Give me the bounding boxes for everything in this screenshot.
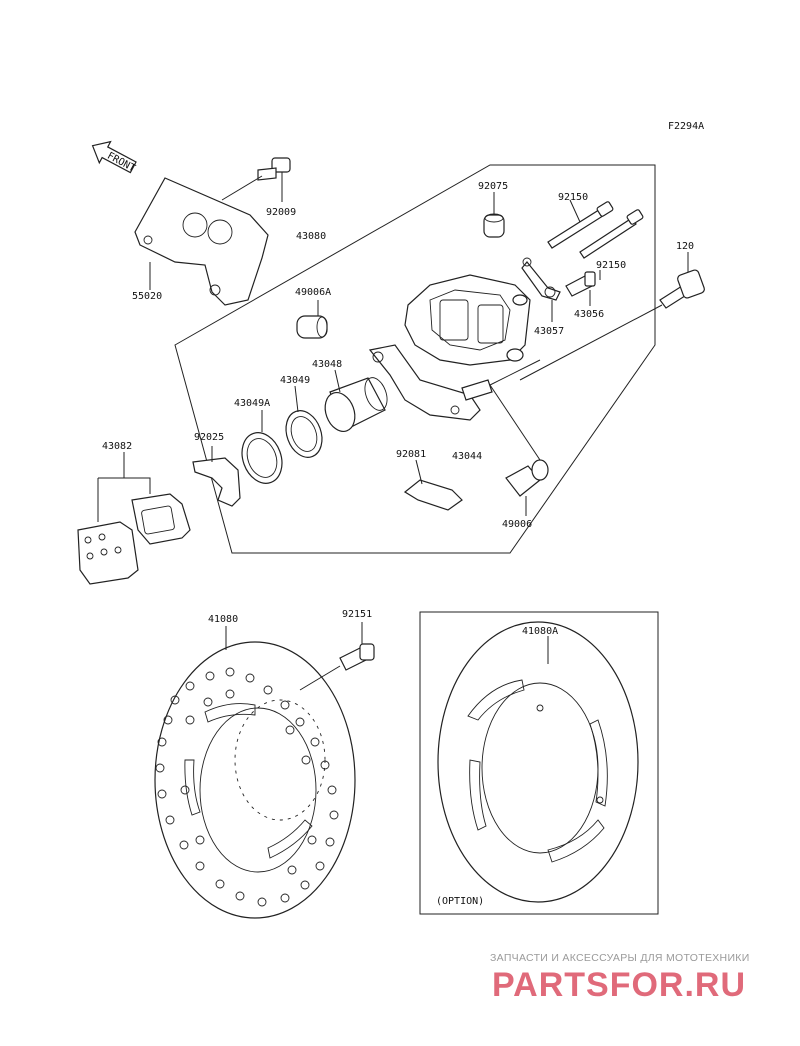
label-41080: 41080	[208, 614, 238, 625]
diagram-code: F2294A	[668, 121, 704, 132]
label-55020: 55020	[132, 291, 162, 302]
pin-boot-49006a	[296, 315, 328, 339]
front-arrow-icon: FRONT	[91, 140, 137, 174]
label-92075: 92075	[478, 181, 508, 192]
bracket-bolt	[257, 157, 291, 181]
option-frame	[419, 611, 659, 915]
label-43044: 43044	[452, 451, 482, 462]
label-43049a: 43049A	[234, 398, 270, 409]
caliper-mount-bolt	[659, 269, 705, 309]
label-43048: 43048	[312, 359, 342, 370]
pad-spring	[192, 457, 241, 507]
label-92009: 92009	[266, 207, 296, 218]
label-120: 120	[676, 241, 694, 252]
label-92025: 92025	[194, 432, 224, 443]
dust-seal	[241, 432, 283, 484]
label-43049: 43049	[280, 375, 310, 386]
label-92150-b: 92150	[596, 260, 626, 271]
caliper-body	[368, 274, 531, 421]
bleeder-valve	[565, 271, 596, 297]
slide-pin	[461, 379, 493, 401]
label-43082: 43082	[102, 441, 132, 452]
label-92151: 92151	[342, 609, 372, 620]
caliper-assembly-frame	[174, 164, 656, 554]
pad-plate	[403, 479, 463, 511]
brake-pad-set	[77, 493, 191, 585]
disc-bolt	[339, 643, 375, 671]
label-41080a: 41080A	[522, 626, 558, 637]
label-49006: 49006	[502, 519, 532, 530]
bleed-link	[521, 257, 561, 301]
pad-pins	[547, 201, 644, 259]
label-43056: 43056	[574, 309, 604, 320]
label-92150-a: 92150	[558, 192, 588, 203]
watermark-logo: PARTSFOR.RU	[492, 966, 747, 1004]
label-43057: 43057	[534, 326, 564, 337]
brake-disc	[154, 641, 356, 919]
label-43080: 43080	[296, 231, 326, 242]
caliper-bracket	[134, 177, 269, 306]
watermark-tagline: ЗАПЧАСТИ И АКСЕССУАРЫ ДЛЯ МОТОТЕХНИКИ	[490, 952, 750, 964]
pin-boot-49006	[505, 459, 549, 497]
label-92081: 92081	[396, 449, 426, 460]
piston-seal	[285, 410, 323, 458]
option-brake-disc	[437, 621, 639, 903]
bleeder-cap	[483, 213, 505, 238]
option-label: (OPTION)	[436, 896, 484, 907]
label-49006a: 49006A	[295, 287, 331, 298]
piston	[324, 377, 388, 432]
